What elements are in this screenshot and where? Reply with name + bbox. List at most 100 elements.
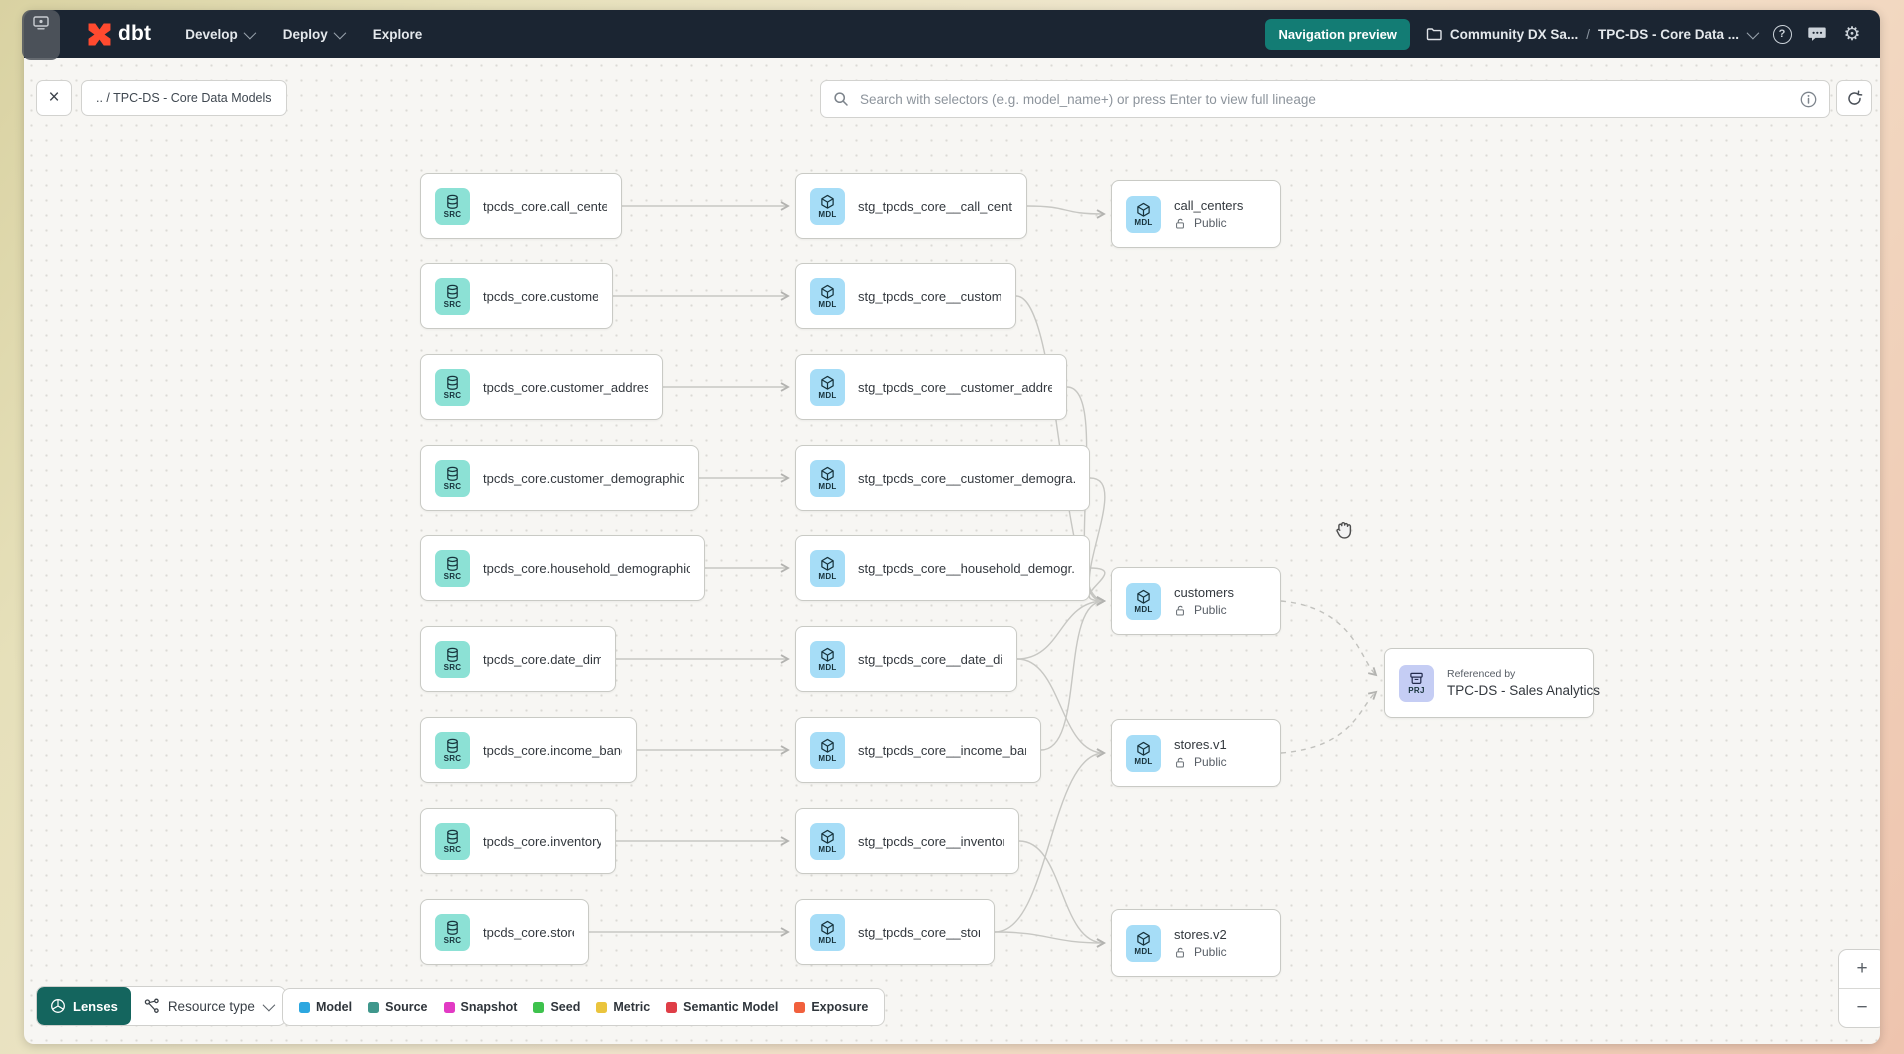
lenses-button[interactable]: Lenses xyxy=(37,987,131,1025)
node-title: tpcds_core.date_dim xyxy=(483,651,601,667)
lens-controls: Lenses Resource type xyxy=(36,986,286,1026)
help-icon[interactable]: ? xyxy=(1772,24,1792,44)
node-text: stg_tpcds_core__household_demogr... xyxy=(858,561,1075,576)
search-input[interactable] xyxy=(858,90,1800,108)
zoom-in-button[interactable]: + xyxy=(1856,958,1868,979)
dbt-logo-text: dbt xyxy=(118,22,152,45)
public-badge: Public xyxy=(1174,216,1243,230)
settings-gear-icon[interactable]: ⚙ xyxy=(1843,23,1861,45)
node-title: stg_tpcds_core__customer_demogra... xyxy=(858,470,1075,486)
node-text: tpcds_core.customer xyxy=(483,289,598,304)
legend-swatch xyxy=(533,1001,545,1013)
mdl-node-icon: MDL xyxy=(810,368,845,406)
legend-label: Seed xyxy=(550,1000,581,1014)
lineage-node-model[interactable]: MDL stg_tpcds_core__inventory xyxy=(795,808,1019,874)
node-text: tpcds_core.customer_address xyxy=(483,380,648,395)
lineage-node-source[interactable]: SRC tpcds_core.income_band xyxy=(420,717,637,783)
screen-share-icon xyxy=(33,16,49,30)
info-icon[interactable] xyxy=(1800,91,1817,108)
node-title: stg_tpcds_core__household_demogr... xyxy=(858,560,1075,576)
src-node-icon: SRC xyxy=(435,187,470,225)
legend-item: Exposure xyxy=(794,1000,868,1014)
legend-swatch xyxy=(299,1001,310,1013)
public-badge: Public xyxy=(1174,755,1227,769)
legend-item: Snapshot xyxy=(443,1000,517,1014)
legend-label: Metric xyxy=(613,1000,651,1014)
node-text: stg_tpcds_core__customer_demogra... xyxy=(858,471,1075,486)
nav-menu-develop[interactable]: Develop xyxy=(185,26,257,42)
src-node-icon: SRC xyxy=(435,822,470,860)
dbt-logo[interactable]: dbt xyxy=(86,21,151,48)
node-title: tpcds_core.customer_address xyxy=(483,379,648,395)
src-node-icon: SRC xyxy=(435,731,470,769)
resource-type-icon xyxy=(144,998,159,1013)
prj-node-icon: PRJ xyxy=(1399,664,1434,702)
close-lineage-button[interactable]: × xyxy=(36,80,72,116)
lineage-breadcrumb[interactable]: .. / TPC-DS - Core Data Models xyxy=(81,80,287,116)
folder-icon xyxy=(1426,28,1442,41)
resource-type-dropdown[interactable]: Resource type xyxy=(131,987,285,1025)
nav-menu-explore[interactable]: Explore xyxy=(372,26,423,42)
legend-item: Model xyxy=(299,1000,352,1014)
project-name: TPC-DS - Core Data ... xyxy=(1597,26,1739,42)
node-title: stg_tpcds_core__inventory xyxy=(858,833,1004,849)
mdl-node-icon: MDL xyxy=(810,459,845,497)
node-text: stg_tpcds_core__store xyxy=(858,925,980,940)
legend-label: Source xyxy=(385,1000,428,1014)
refresh-lineage-button[interactable] xyxy=(1836,80,1872,116)
mdl-node-icon: MDL xyxy=(1126,582,1161,620)
legend-item: Metric xyxy=(596,1000,650,1014)
node-text: tpcds_core.income_band xyxy=(483,743,622,758)
node-text: stg_tpcds_core__call_center xyxy=(858,199,1012,214)
account-breadcrumb[interactable]: Community DX Sa... / TPC-DS - Core Data … xyxy=(1426,26,1760,42)
mdl-node-icon: MDL xyxy=(810,731,845,769)
node-title: tpcds_core.household_demographics xyxy=(483,560,690,576)
chevron-down-icon xyxy=(1746,26,1760,39)
chevron-down-icon xyxy=(333,26,347,39)
chevron-down-icon xyxy=(262,998,276,1011)
close-icon: × xyxy=(48,87,60,108)
node-title: TPC-DS - Sales Analytics xyxy=(1447,683,1601,698)
node-title: stg_tpcds_core__date_dim xyxy=(858,651,1002,667)
public-badge: Public xyxy=(1174,945,1227,959)
node-title: tpcds_core.customer_demographics xyxy=(483,470,684,486)
demo-recorder-widget[interactable] xyxy=(22,10,60,60)
src-node-icon: SRC xyxy=(435,459,470,497)
node-text: tpcds_core.customer_demographics xyxy=(483,471,684,486)
node-title: stg_tpcds_core__customer_address xyxy=(858,379,1052,395)
nav-menu-deploy[interactable]: Deploy xyxy=(283,26,347,42)
node-title: tpcds_core.customer xyxy=(483,288,598,304)
navigation-preview-button[interactable]: Navigation preview xyxy=(1265,18,1410,50)
legend-swatch xyxy=(368,1001,380,1013)
node-text: tpcds_core.store xyxy=(483,925,574,940)
lineage-node-model[interactable]: MDL stg_tpcds_core__customer_address xyxy=(795,354,1067,420)
zoom-out-button[interactable]: − xyxy=(1856,997,1868,1018)
feedback-icon[interactable] xyxy=(1807,24,1827,44)
lineage-node-source[interactable]: SRC tpcds_core.customer_demographics xyxy=(420,445,699,511)
src-node-icon: SRC xyxy=(435,640,470,678)
mdl-node-icon: MDL xyxy=(810,822,845,860)
lineage-node-model[interactable]: MDL stg_tpcds_core__customer_demogra... xyxy=(795,445,1090,511)
legend-label: Exposure xyxy=(811,1000,869,1014)
lineage-node-source[interactable]: SRC tpcds_core.date_dim xyxy=(420,626,616,692)
